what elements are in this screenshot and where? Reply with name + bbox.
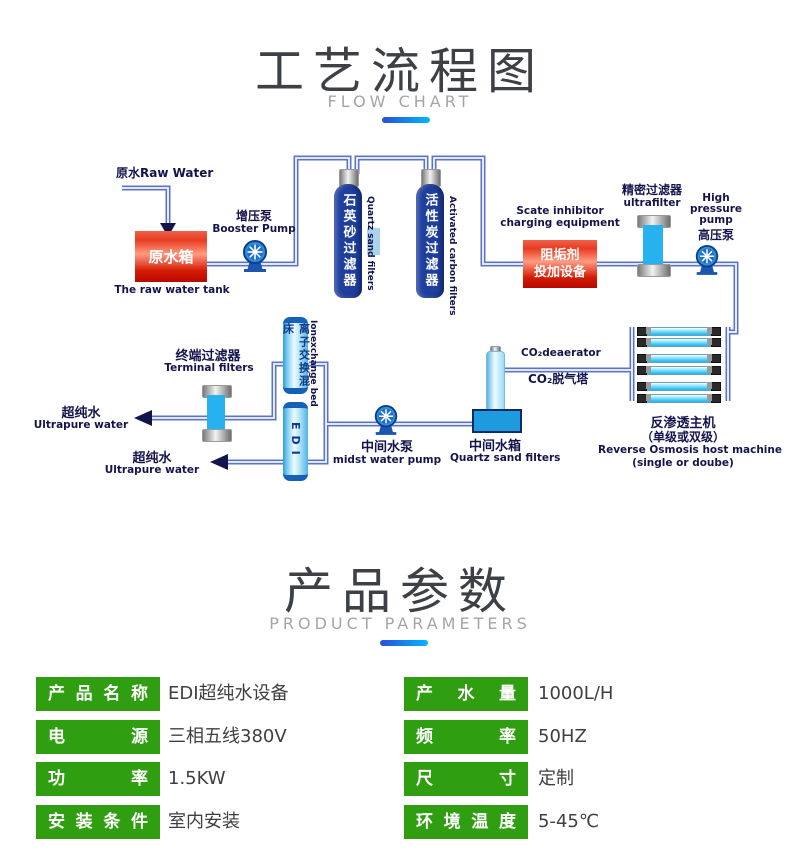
mid-pump-label-en: midst water pump — [332, 454, 442, 466]
carbon-filter-tank: 活性炭过滤器 — [416, 184, 444, 298]
ro-membrane-tube — [637, 327, 721, 336]
ro-membrane-tube — [637, 338, 721, 347]
mid-tank-label-en: Quartz sand filters — [450, 452, 561, 464]
raw-water-tank-label-en: The raw water tank — [114, 284, 230, 296]
ro-membrane-tube — [637, 366, 721, 375]
param-label-installation: 安装条件 — [36, 805, 160, 839]
sand-text-highlight — [367, 228, 380, 255]
quartz-filter-label-cn: 石英砂过滤器 — [340, 193, 356, 289]
mid-tank-label-cn: 中间水箱 — [468, 439, 521, 454]
raw-water-label: 原水Raw Water — [116, 166, 214, 180]
scale-inhibitor-label-en2: charging equipment — [500, 217, 620, 229]
param-value-water-output: 1000L/H — [538, 683, 614, 704]
ion-exchange-column: 离子交换混床 — [282, 317, 311, 394]
mid-pump-label-cn: 中间水泵 — [360, 440, 413, 455]
ion-exchange-label-en: Ionexchange bed — [308, 320, 318, 407]
ro-membrane-tube — [637, 354, 721, 363]
param-value-power-supply: 三相五线380V — [168, 726, 287, 747]
flow-chart-title: 工艺流程图 — [254, 43, 545, 100]
product-parameters-subtitle: PRODUCT PARAMETERS — [269, 614, 531, 633]
param-label-power-supply: 电源 — [36, 720, 160, 754]
booster-pump-label-cn: 增压泵 — [235, 209, 272, 223]
co2-deaerator-label-cn: CO₂脱气塔 — [528, 372, 589, 386]
arrow-ultrapure-2 — [210, 454, 228, 470]
hp-pump-label-en1: High — [702, 192, 730, 204]
terminal-filter-body — [207, 395, 225, 431]
pipe-raw-inlet — [122, 185, 171, 224]
carbon-filter-label-en: Activated carbon filters — [447, 196, 457, 316]
product-parameters-title: 产品参数 — [283, 563, 516, 620]
arrow-ultrapure-1 — [134, 410, 152, 426]
ultrafilter-label-en: ultrafilter — [623, 197, 681, 209]
carbon-filter-label-cn: 活性炭过滤器 — [422, 193, 438, 289]
param-label-frequency: 频率 — [404, 720, 528, 754]
ultrapure2-label-en: Ultrapure water — [104, 464, 200, 476]
terminal-filter-cap-bottom — [202, 429, 232, 442]
scale-inhibitor-label-en1: Scate inhibitor — [516, 205, 604, 217]
ultrapure1-label-cn: 超纯水 — [61, 406, 101, 421]
param-label-product-name: 产品名称 — [36, 677, 160, 711]
param-label-ambient-temp: 环境温度 — [404, 805, 528, 839]
ultrafilter-cap-bottom — [637, 264, 671, 277]
ion-exchange-label-cn: 离子交换混床 — [281, 323, 311, 388]
hp-pump-icon — [693, 244, 721, 279]
deaerator-tower — [486, 351, 505, 412]
hp-pump-label-cn: 高压泵 — [697, 228, 734, 242]
params-title-underline — [380, 640, 428, 646]
hp-pump-label-en3: pump — [699, 214, 733, 226]
param-value-ambient-temp: 5-45℃ — [538, 811, 600, 832]
param-value-size: 定制 — [538, 768, 574, 789]
pipe-quartz-to-carbon — [354, 155, 429, 174]
ultrafilter-label-cn: 精密过滤器 — [621, 183, 682, 197]
co2-deaerator-label-en: CO₂deaerator — [521, 347, 601, 359]
param-value-power: 1.5KW — [168, 768, 226, 789]
mid-water-tank — [472, 409, 522, 433]
edi-column: EDI — [283, 402, 308, 481]
param-value-product-name: EDI超纯水设备 — [168, 683, 289, 704]
raw-water-tank-label: 原水箱 — [148, 248, 194, 266]
flow-title-underline — [382, 117, 430, 123]
scale-inhibitor-label-cn1: 阻垢剂 — [540, 248, 580, 263]
ro-host-label-cn2: （单级或双级） — [640, 430, 725, 444]
param-label-water-output: 产水量 — [404, 677, 528, 711]
terminal-filter-label-en: Terminal filters — [164, 362, 254, 374]
ro-membrane-tube — [637, 382, 721, 391]
param-value-installation: 室内安装 — [168, 811, 240, 832]
booster-pump-icon — [240, 239, 270, 276]
scale-inhibitor-box: 阻垢剂 投加设备 — [523, 240, 597, 288]
raw-water-tank: 原水箱 — [135, 231, 207, 282]
ultrapure2-label-cn: 超纯水 — [132, 451, 172, 466]
quartz-filter-label-en: Quartz sand filters — [365, 196, 375, 291]
ro-membrane-tube — [637, 394, 721, 403]
hp-pump-label-en2: pressure — [689, 203, 743, 215]
ro-host-label-cn1: 反渗透主机 — [650, 416, 716, 431]
quartz-filter-tank: 石英砂过滤器 — [334, 184, 362, 298]
mid-pump-icon — [372, 404, 400, 439]
booster-pump-label-en: Booster Pump — [212, 223, 296, 235]
ro-host-label-en2: (single or doube) — [632, 457, 734, 469]
ultrafilter-body — [643, 225, 663, 265]
edi-label: EDI — [289, 422, 302, 461]
ro-host-label-en1: Reverse Osmosis host machine — [598, 444, 782, 456]
flow-chart-subtitle: FLOW CHART — [327, 92, 473, 111]
param-value-frequency: 50HZ — [538, 726, 587, 747]
scale-inhibitor-label-cn2: 投加设备 — [533, 265, 586, 280]
ultrapure1-label-en: Ultrapure water — [33, 419, 129, 431]
param-label-power: 功率 — [36, 762, 160, 796]
terminal-filter-label-cn: 终端过滤器 — [175, 349, 241, 364]
param-label-size: 尺寸 — [404, 762, 528, 796]
